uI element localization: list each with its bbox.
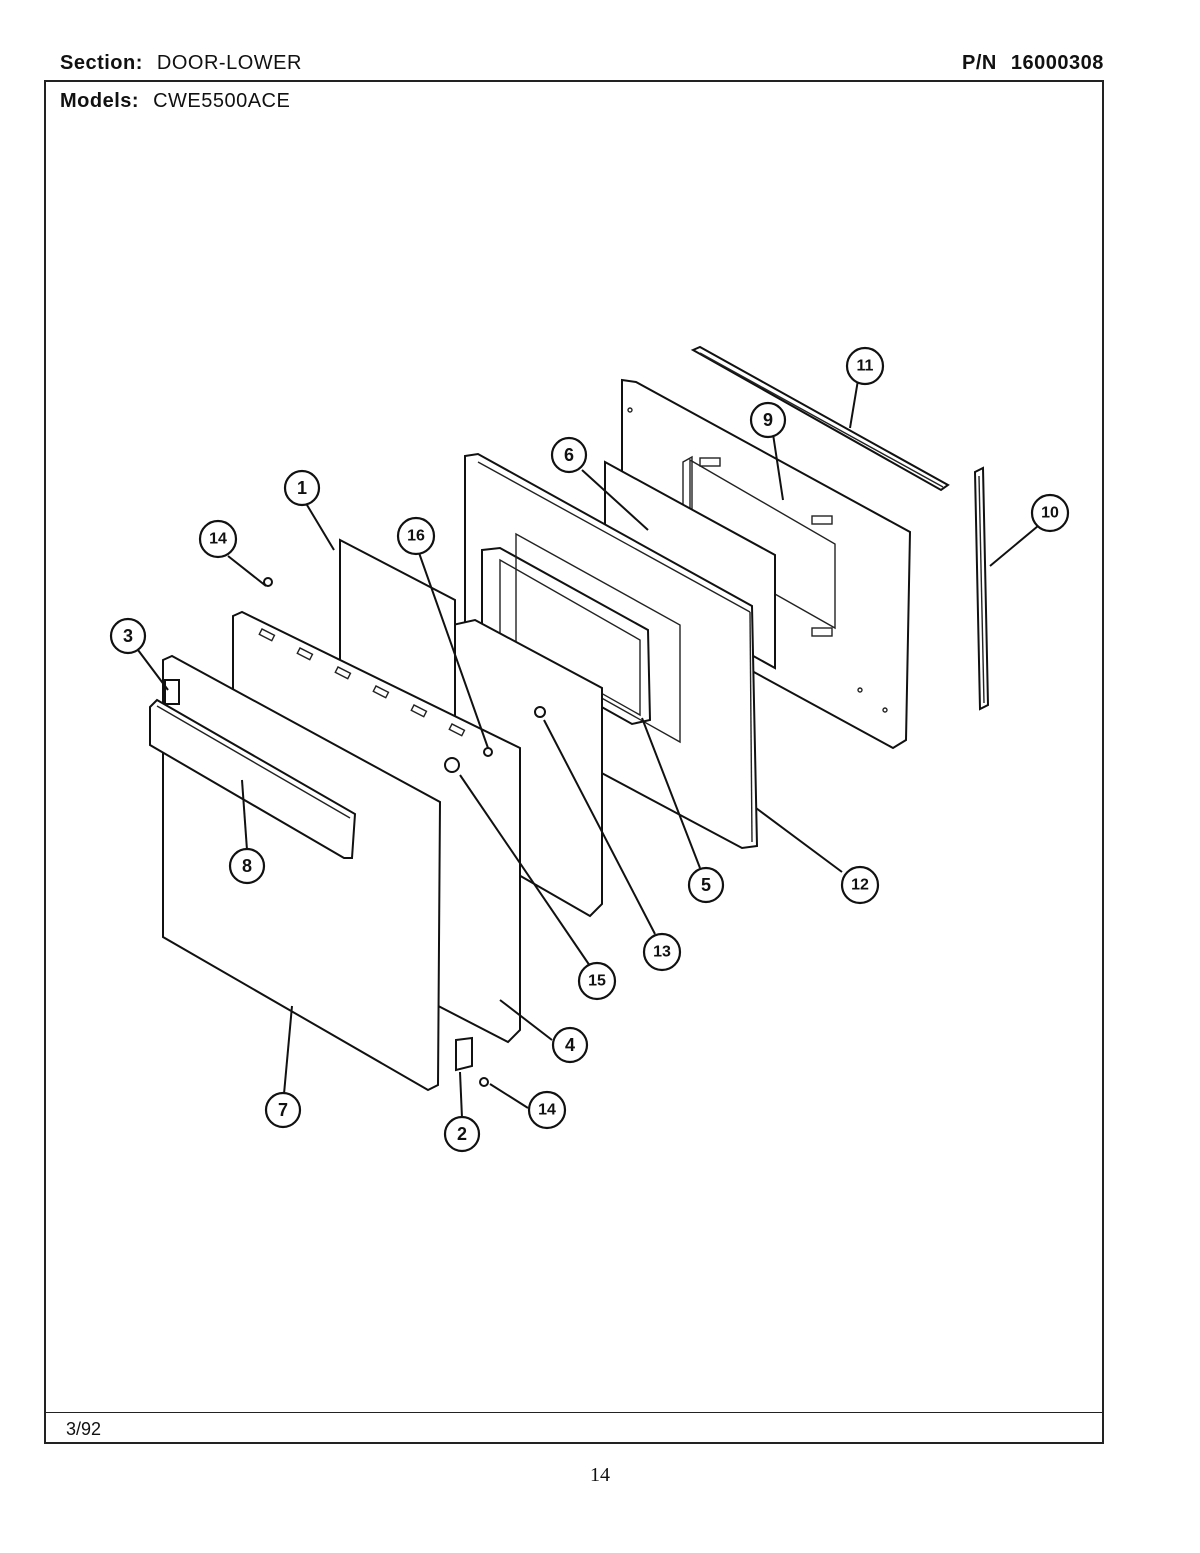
callout-3: 3 [109,617,147,655]
callout-1: 1 [283,469,321,507]
callout-12: 12 [840,865,880,905]
svg-text:6: 6 [564,445,574,465]
callout-5: 5 [687,866,725,904]
leader-lines [137,379,1039,1119]
part-number-value: 16000308 [1010,52,1104,74]
svg-text:15: 15 [588,973,606,990]
callout-9: 9 [749,401,787,439]
spacer [534,706,546,718]
section-label: Section: [60,52,143,74]
svg-text:1: 1 [297,478,307,498]
screw-bottom [479,1077,489,1087]
section-heading: Section: DOOR-LOWER [60,52,302,75]
hinge-bracket [455,1036,473,1072]
svg-text:2: 2 [457,1124,467,1144]
callout-14-top: 14 [198,519,238,559]
revision-date: 3/92 [66,1419,102,1439]
screw-top [263,577,273,587]
grommet [444,757,460,773]
svg-text:7: 7 [278,1100,288,1120]
callout-7: 7 [264,1091,302,1129]
footer-divider [46,1412,1102,1413]
part-number-heading: P/N 16000308 [962,52,1104,75]
models-label: Models: [60,90,140,112]
svg-text:10: 10 [1041,505,1059,522]
top-trim-strip [690,345,950,492]
svg-text:14: 14 [538,1102,556,1119]
part-number-label: P/N [962,52,997,74]
page-number: 14 [590,1464,610,1486]
callout-13: 13 [642,932,682,972]
svg-text:12: 12 [851,877,869,894]
clip [483,747,493,757]
svg-text:13: 13 [653,944,671,961]
callout-10: 10 [1030,493,1070,533]
callout-15: 15 [577,961,617,1001]
svg-text:11: 11 [857,358,874,375]
callout-4: 4 [551,1026,589,1064]
callout-8: 8 [228,847,266,885]
side-trim-strip [973,466,990,711]
callout-14-bottom: 14 [527,1090,567,1130]
svg-text:14: 14 [209,531,227,548]
models-heading: Models: CWE5500ACE [60,90,290,113]
models-value: CWE5500ACE [153,90,291,112]
svg-text:9: 9 [763,410,773,430]
callout-6: 6 [550,436,588,474]
callout-2: 2 [443,1115,481,1153]
svg-text:16: 16 [407,528,425,545]
callout-16: 16 [396,516,436,556]
svg-text:8: 8 [242,856,252,876]
callout-11: 11 [845,346,885,386]
diagram-frame: Models: CWE5500ACE 3/92 [44,80,1104,1444]
svg-text:5: 5 [701,875,711,895]
svg-text:4: 4 [565,1035,575,1055]
door-handle [149,698,357,859]
svg-text:3: 3 [123,626,133,646]
handle-bracket [164,679,180,705]
section-value: DOOR-LOWER [156,52,302,74]
